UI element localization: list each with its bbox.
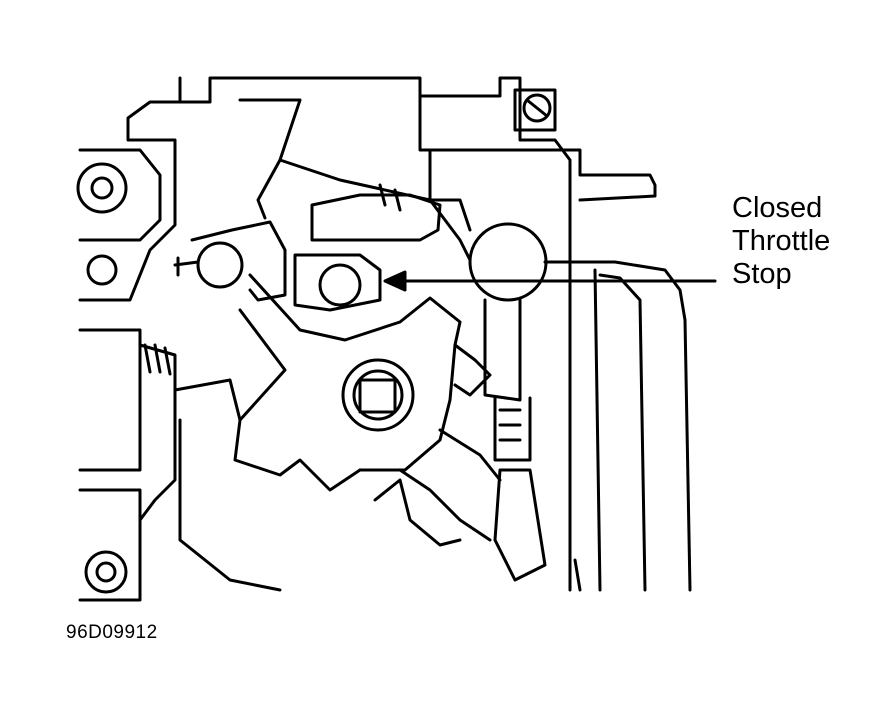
tps-connector [373,222,548,582]
throttle-lever [173,98,472,592]
callout-line-3: Stop [732,258,792,290]
left-bolts [76,162,172,594]
callout-line-2: Throttle [732,225,831,257]
throttle-stop-screw [173,220,382,312]
callout-line-1: Closed [732,192,823,224]
closed-throttle-stop-label: Closed Throttle Stop [732,192,830,291]
figure-id: 96D09912 [66,622,158,643]
callout-pointer [383,270,717,292]
throttle-housing [78,76,572,602]
throttle-bore [418,88,692,592]
